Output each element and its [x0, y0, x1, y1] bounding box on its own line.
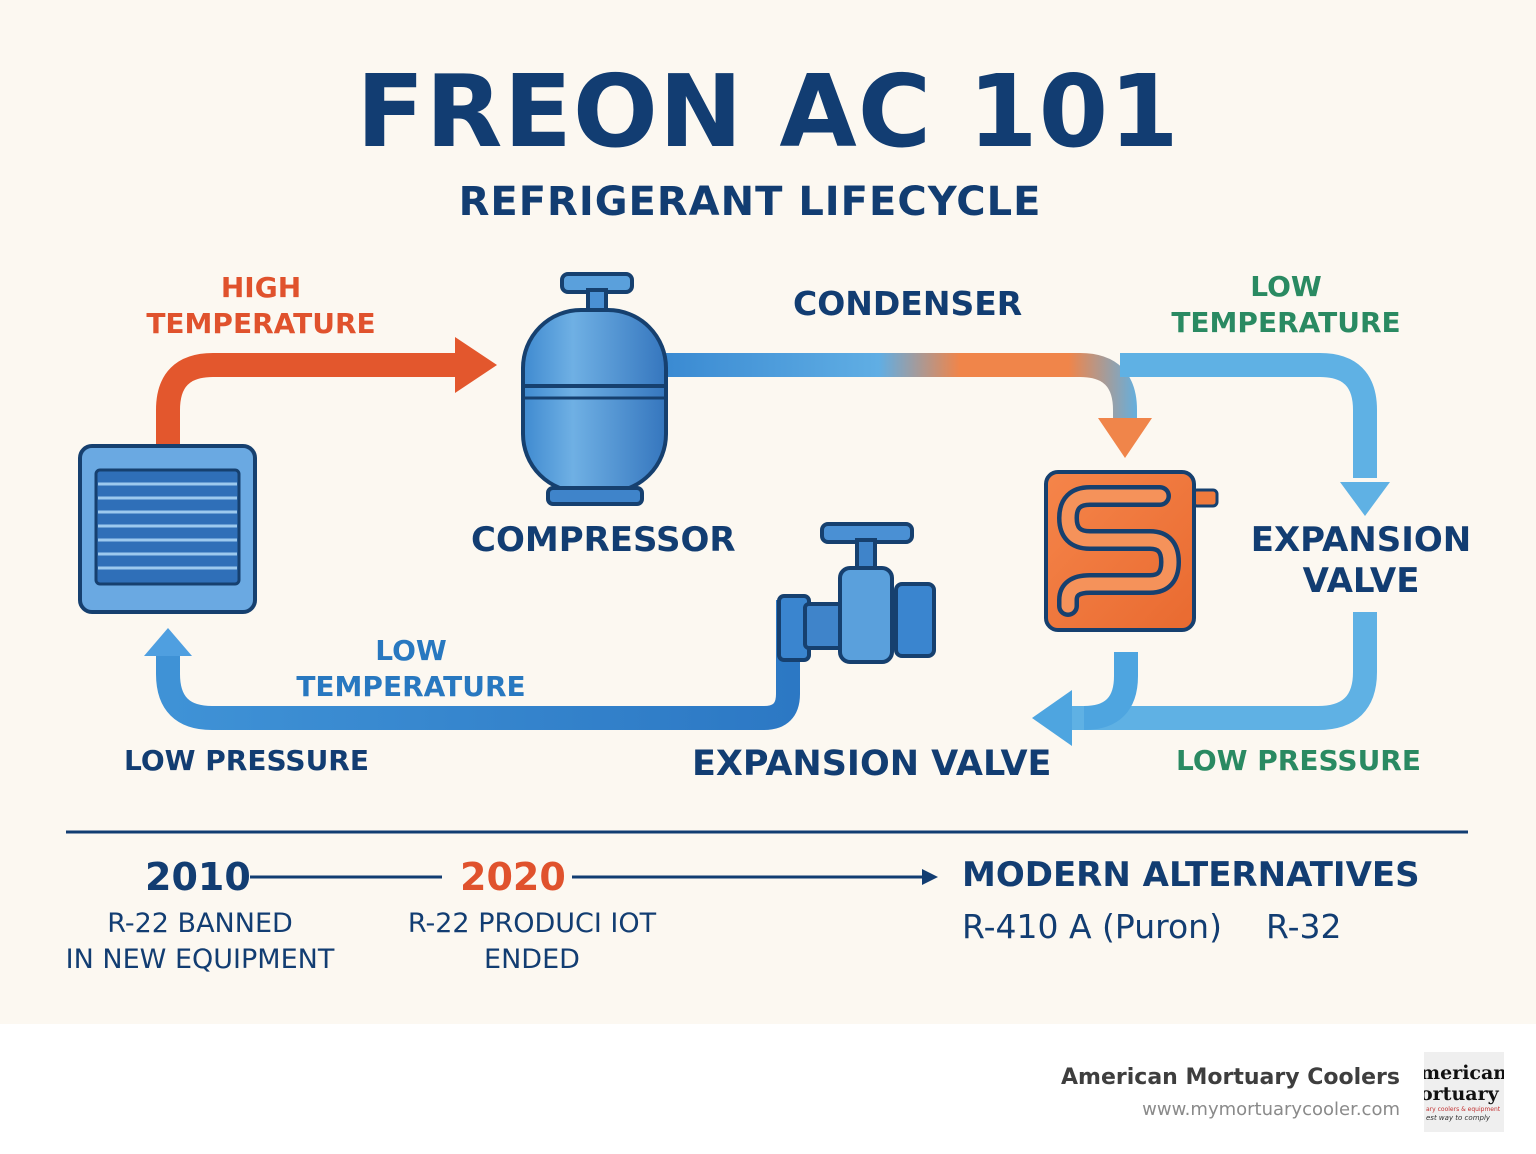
alternative-r32: R-32 — [1266, 907, 1342, 946]
low-pressure-label-right: LOW PRESSURE — [1176, 744, 1421, 777]
compressor-label: COMPRESSOR — [471, 520, 736, 560]
low-temperature-label-right: LOW TEMPERATURE — [1171, 270, 1401, 339]
right-return-pipe — [1032, 612, 1377, 746]
timeline-year-2010: 2010 — [145, 855, 251, 899]
high-temperature-label: HIGH TEMPERATURE — [146, 271, 376, 340]
company-logo: merican ortuary ary coolers & equipment … — [1424, 1052, 1504, 1132]
low-temperature-label-left: LOW TEMPERATURE — [296, 634, 526, 703]
page-title: FREON AC 101 — [356, 53, 1180, 170]
expansion-valve-label-right: EXPANSION VALVE — [1250, 520, 1472, 602]
footer-url: www.mymortuarycooler.com — [1142, 1099, 1400, 1120]
refrigerant-cycle-diagram — [66, 272, 1468, 885]
timeline-note-2020: R-22 PRODUCI IOT ENDED — [407, 908, 657, 976]
evaporator-icon — [78, 444, 257, 614]
timeline-note-2010: R-22 BANNED IN NEW EQUIPMENT — [65, 908, 335, 976]
timeline-connectors — [250, 869, 938, 885]
high-temperature-pipe — [156, 337, 497, 448]
condenser-label: CONDENSER — [793, 284, 1023, 323]
condenser-coil-icon — [1044, 470, 1219, 632]
compressor-icon — [521, 272, 668, 506]
expansion-valve-label-bottom: EXPANSION VALVE — [692, 744, 1052, 784]
timeline-year-2020: 2020 — [460, 855, 566, 899]
alternative-r410a: R-410 A (Puron) — [962, 907, 1222, 946]
page-subtitle: REFRIGERANT LIFECYCLE — [458, 179, 1042, 225]
low-pressure-label-left: LOW PRESSURE — [124, 744, 369, 777]
low-temperature-pipe — [144, 600, 800, 730]
expansion-valve-icon — [777, 522, 936, 664]
modern-alternatives-heading: MODERN ALTERNATIVES — [962, 855, 1420, 895]
footer-company-name: American Mortuary Coolers — [1061, 1065, 1400, 1090]
condenser-pipe — [660, 353, 1390, 516]
